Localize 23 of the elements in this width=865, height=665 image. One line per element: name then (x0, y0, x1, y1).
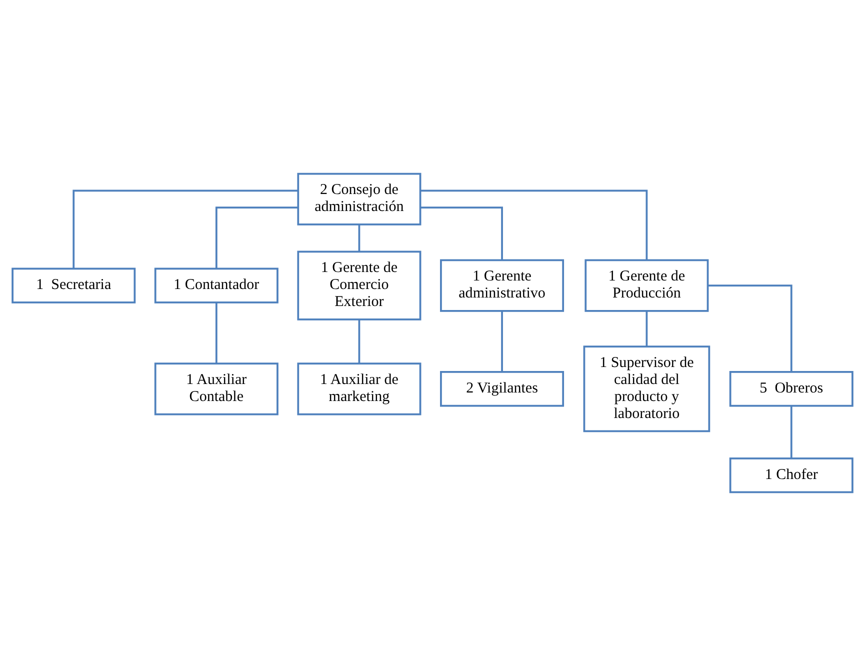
connector (790, 405, 792, 458)
node-box: 1 Chofer (729, 456, 854, 493)
connector (215, 302, 218, 363)
node-box: 2 Vigilantes (440, 370, 564, 406)
node-box: 5 Obreros (729, 370, 854, 406)
connector (420, 189, 648, 260)
node-box: 1 Gerente de Comercio Exterior (297, 250, 422, 320)
connector (501, 310, 503, 372)
node-box: 1 Contantador (154, 267, 278, 303)
node-box: 1 Supervisor de calidad del producto y laboratorio (583, 345, 710, 432)
connector (358, 318, 360, 364)
node-box: 1 Auxiliar Contable (154, 362, 278, 415)
connector (215, 206, 298, 268)
node-box: 1 Gerente administrativo (440, 258, 564, 312)
node-box: 1 Secretaria (12, 267, 136, 303)
connector (358, 224, 360, 252)
connector (708, 284, 792, 372)
node-box: 1 Auxiliar de marketing (297, 362, 422, 415)
connector (646, 310, 648, 346)
node-box: 2 Consejo de administración (297, 172, 422, 225)
connector (420, 206, 503, 260)
node-box: 1 Gerente de Producción (584, 258, 709, 312)
connector (72, 189, 298, 268)
